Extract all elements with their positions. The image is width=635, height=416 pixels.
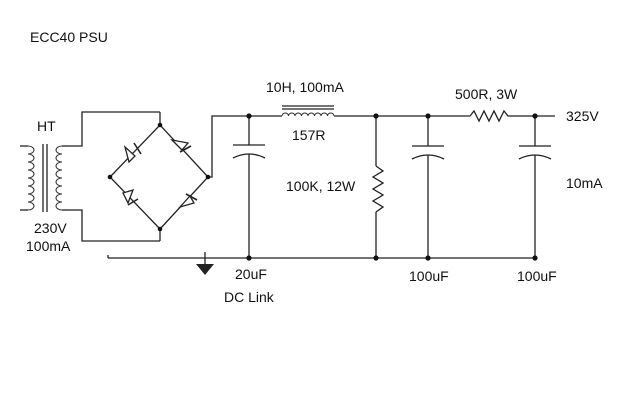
dc-link-value: 20uF [235,266,267,282]
transformer-voltage: 230V [34,220,67,236]
diode-icon [122,188,139,206]
bridge-positive-wire [208,115,249,178]
output-current: 10mA [566,175,603,191]
junction-dots [107,113,538,261]
cap3-value: 100uF [517,268,557,284]
choke-resistance: 157R [292,127,325,143]
choke-rating: 10H, 100mA [266,79,344,95]
dc-link-capacitor [232,116,266,258]
output-voltage: 325V [566,108,599,124]
bleeder-rating: 100K, 12W [286,178,356,194]
filter-capacitor-2 [411,116,445,258]
bleeder-resistor [371,116,385,258]
dc-link-label: DC Link [224,289,275,305]
diagram-title: ECC40 PSU [30,29,108,45]
transformer-label: HT [37,118,56,134]
bridge-rectifier [109,112,209,241]
diode-icon [177,193,198,209]
filter-capacitor-3 [518,116,552,258]
ground-rail [107,255,535,259]
choke-inductor [281,105,335,117]
transformer [20,144,70,212]
diode-icon [170,138,192,153]
series-resistor-rating: 500R, 3W [455,86,518,102]
series-resistor [469,109,512,123]
cap2-value: 100uF [409,268,449,284]
diode-icon [123,142,142,164]
transformer-current: 100mA [26,238,71,254]
ground-icon [196,252,214,275]
secondary-wiring [70,111,160,242]
